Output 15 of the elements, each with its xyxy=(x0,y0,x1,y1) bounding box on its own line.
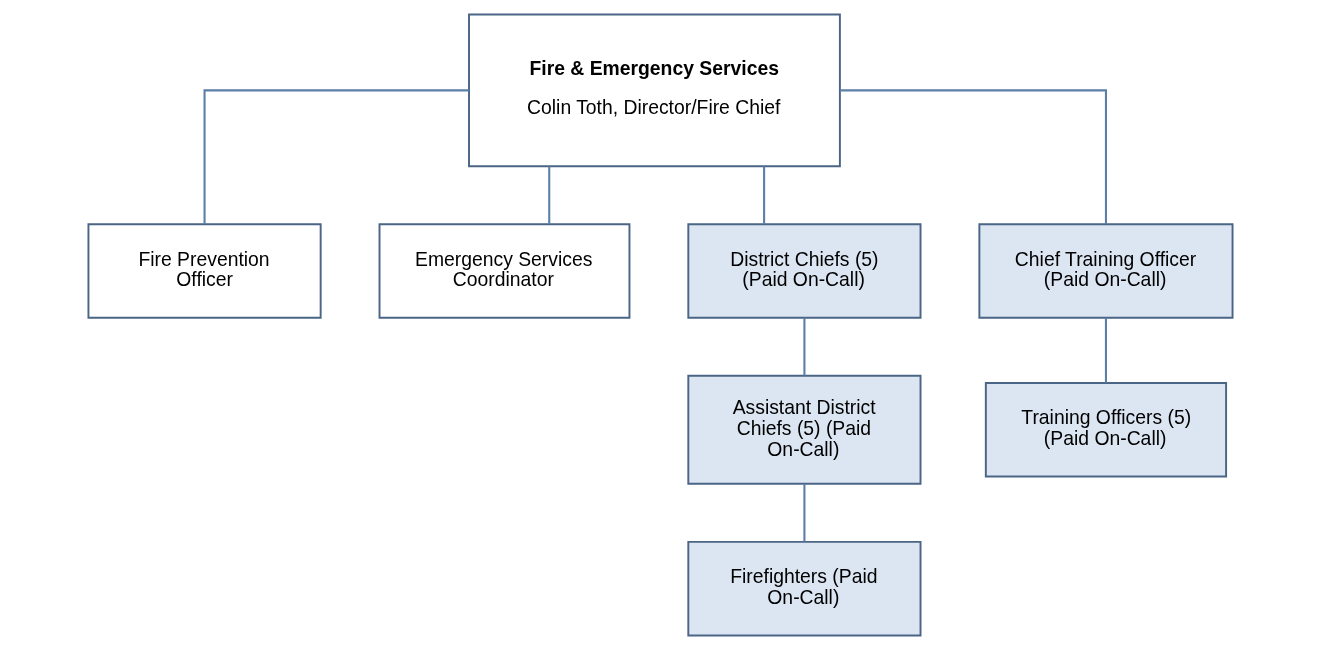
connector xyxy=(840,89,1107,224)
node-box: District Chiefs (5) (Paid On-Call) xyxy=(687,223,922,319)
connector xyxy=(1104,317,1107,383)
node-box: Emergency Services Coordinator xyxy=(378,223,631,319)
node-box: Training Officers (5) (Paid On-Call) xyxy=(984,382,1228,478)
connector xyxy=(203,89,469,224)
node-box: Firefighters (Paid On-Call) xyxy=(687,540,922,637)
node-box: Chief Training Officer (Paid On-Call) xyxy=(978,223,1234,319)
connector xyxy=(803,484,806,542)
connector xyxy=(548,166,551,224)
node-box: Assistant District Chiefs (5) (Paid On-Call) xyxy=(687,374,922,485)
connector xyxy=(763,166,766,224)
node-box: Fire & Emergency Services Colin Toth, Director/Fire Chief xyxy=(468,13,841,168)
connector xyxy=(803,317,806,376)
node-box: Fire Prevention Officer xyxy=(87,223,322,319)
